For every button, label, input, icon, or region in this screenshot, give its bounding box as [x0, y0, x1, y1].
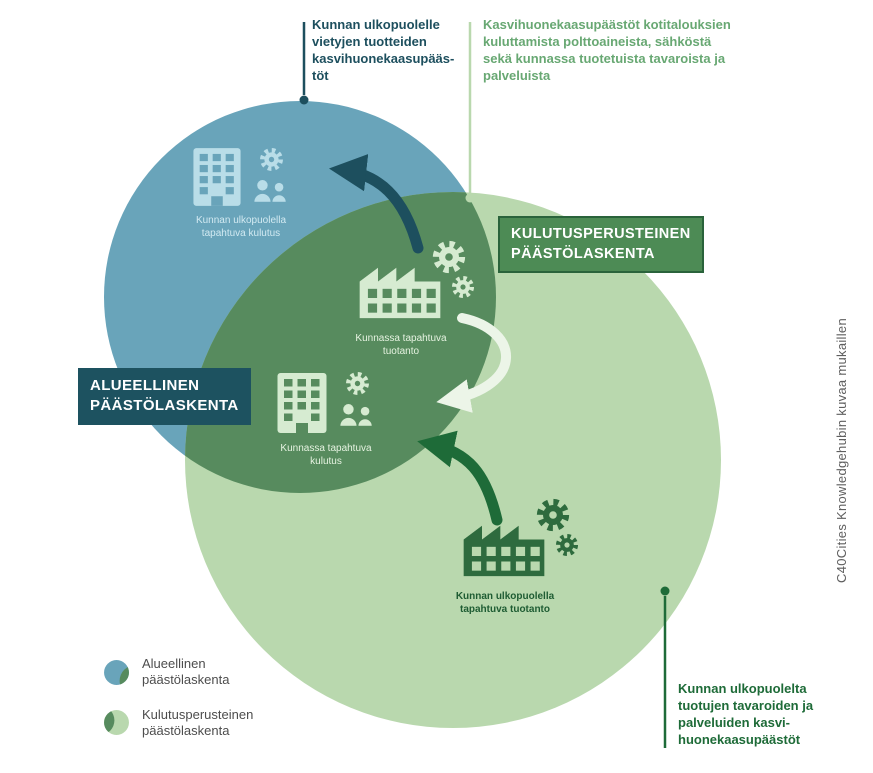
annotation-household-emissions: Kasvihuonekaasupäästöt kotitalouksien ku… [483, 17, 731, 84]
node-municipal-production: Kunnassa tapahtuva tuotanto [346, 238, 456, 357]
building-icon [276, 370, 328, 436]
annotation-exported-products: Kunnan ulkopuolelle vietyjen tuotteiden … [312, 17, 455, 84]
gear-icon [258, 146, 285, 173]
credit-text: C40Cities Knowledgehubin kuvaa mukaillen [834, 318, 849, 583]
consumption-accounting-label: KULUTUSPERUSTEINEN PÄÄSTÖLASKENTA [498, 216, 704, 274]
production-to-municipal-consumption-arrow [436, 313, 511, 413]
outside-consumption-caption: Kunnan ulkopuolella tapahtuva kulutus [195, 215, 287, 239]
outside-production-to-consumption-arrow [417, 430, 503, 526]
municipal-consumption-caption: Kunnassa tapahtuva kulutus [280, 443, 372, 467]
venn-regional-icon [104, 659, 129, 685]
topleft-connector-dot [299, 95, 309, 105]
outside-production-caption: Kunnan ulkopuolella tapahtuva tuotanto [455, 591, 555, 615]
production-to-outside-consumption-arrow [328, 154, 424, 254]
topmid-connector-dot [465, 193, 475, 203]
municipal-consumption-icons [276, 370, 376, 436]
annotation-imported-goods: Kunnan ulkopuolelta tuotujen tavaroiden … [678, 681, 814, 748]
bottomright-connector-dot [660, 586, 670, 596]
municipal-production-caption: Kunnassa tapahtuva tuotanto [355, 333, 447, 357]
legend-item-consumption: Kulutusperusteinen päästölaskenta [103, 707, 253, 740]
gear-icon [450, 274, 476, 300]
regional-accounting-label: ALUEELLINEN PÄÄSTÖLASKENTA [78, 368, 251, 425]
legend-label: Alueellinen päästölaskenta [142, 656, 230, 688]
legend-label: Kulutusperusteinen päästölaskenta [142, 706, 254, 738]
gear-icon [430, 238, 468, 276]
node-outside-production: Kunnan ulkopuolella tapahtuva tuotanto [450, 496, 560, 615]
venn-consumption-icon [104, 710, 129, 736]
gear-icon [344, 370, 371, 397]
legend-item-regional: Alueellinen päästölaskenta [103, 656, 253, 689]
gear-icon [534, 496, 572, 534]
gear-icon [554, 532, 580, 558]
outside-consumption-icons [192, 146, 290, 208]
node-municipal-consumption: Kunnassa tapahtuva kulutus [270, 370, 382, 468]
node-outside-consumption: Kunnan ulkopuolella tapahtuva kulutus [186, 146, 296, 240]
legend: Alueellinen päästölaskenta Kulutusperust… [103, 656, 253, 757]
people-icon [252, 179, 290, 202]
people-icon [338, 403, 376, 426]
building-icon [192, 146, 242, 208]
